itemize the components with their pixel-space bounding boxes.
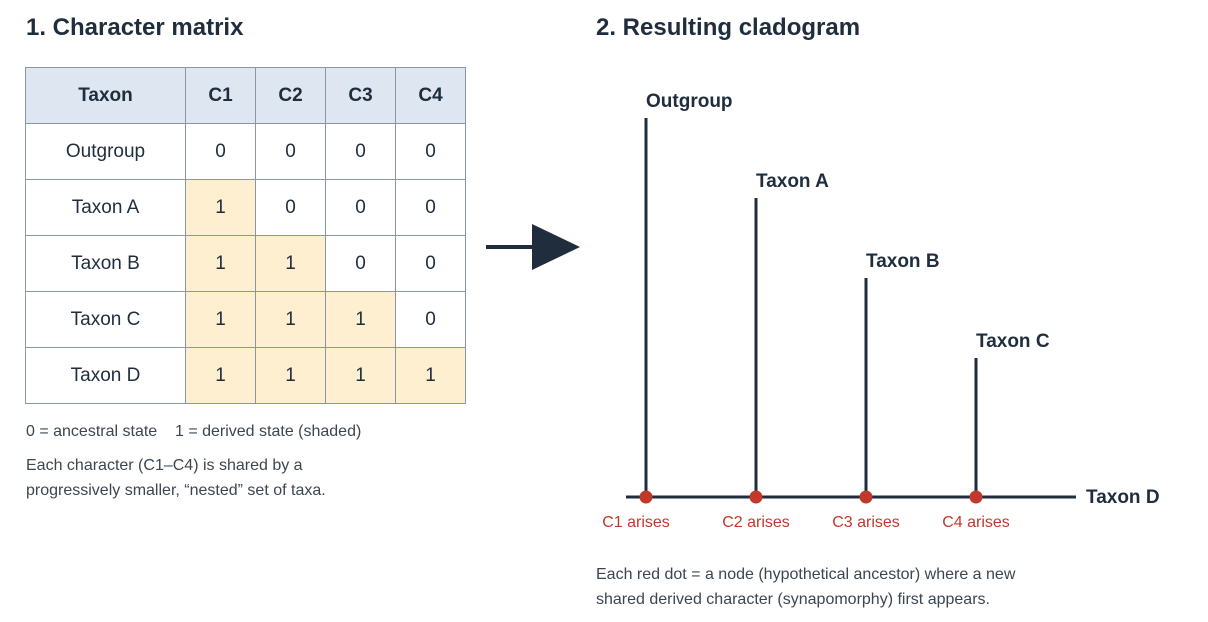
branch-label-taxon-b: Taxon B: [866, 251, 940, 272]
state-cell: 1: [255, 291, 326, 348]
matrix-heading: 1. Character matrix: [26, 14, 244, 41]
state-cell: 0: [395, 123, 466, 180]
table-row: Taxon C 1 1 1 0: [25, 291, 466, 348]
branch-label-outgroup: Outgroup: [646, 91, 733, 112]
node-dot: [859, 490, 873, 504]
state-cell: 0: [395, 291, 466, 348]
state-cell: 0: [325, 123, 396, 180]
cladogram: Outgroup Taxon A Taxon B Taxon C Taxon D…: [602, 91, 1160, 531]
branch-label-taxon-a: Taxon A: [756, 171, 829, 192]
branch-label-taxon-c: Taxon C: [976, 331, 1050, 352]
state-cell: 1: [325, 347, 396, 404]
node-dot: [639, 490, 653, 504]
node-dot: [749, 490, 763, 504]
table-row: Taxon D 1 1 1 1: [25, 347, 466, 404]
state-cell: 0: [255, 179, 326, 236]
cladogram-heading: 2. Resulting cladogram: [596, 14, 861, 41]
node-label-c4: C4 arises: [942, 514, 1010, 531]
matrix-explanation: Each character (C1–C4) is shared by a pr…: [26, 457, 326, 499]
node-label-c3: C3 arises: [832, 514, 900, 531]
state-cell: 1: [185, 179, 256, 236]
header-c2: C2: [255, 67, 326, 124]
state-cell: 0: [255, 123, 326, 180]
state-cell: 1: [185, 235, 256, 292]
node-label-c2: C2 arises: [722, 514, 790, 531]
state-cell: 1: [255, 235, 326, 292]
state-legend: 0 = ancestral state 1 = derived state (s…: [26, 423, 362, 440]
cladogram-caption: Each red dot = a node (hypothetical ance…: [596, 566, 1016, 608]
table-header-row: Taxon C1 C2 C3 C4: [25, 67, 466, 124]
table-row: Outgroup 0 0 0 0: [25, 123, 466, 180]
character-matrix-table: Taxon C1 C2 C3 C4 Outgroup 0 0 0 0 Taxon…: [25, 67, 466, 404]
state-cell: 0: [185, 123, 256, 180]
state-cell: 1: [255, 347, 326, 404]
state-cell: 0: [395, 179, 466, 236]
state-cell: 0: [325, 235, 396, 292]
state-cell: 0: [325, 179, 396, 236]
taxon-cell: Taxon A: [25, 179, 186, 236]
header-taxon: Taxon: [25, 67, 186, 124]
taxon-cell: Taxon C: [25, 291, 186, 348]
table-row: Taxon B 1 1 0 0: [25, 235, 466, 292]
header-c1: C1: [185, 67, 256, 124]
right-arrow-icon: [486, 224, 580, 270]
state-cell: 0: [395, 235, 466, 292]
taxon-cell: Taxon D: [25, 347, 186, 404]
table-row: Taxon A 1 0 0 0: [25, 179, 466, 236]
taxon-cell: Outgroup: [25, 123, 186, 180]
state-cell: 1: [325, 291, 396, 348]
taxon-cell: Taxon B: [25, 235, 186, 292]
header-c3: C3: [325, 67, 396, 124]
header-c4: C4: [395, 67, 466, 124]
state-cell: 1: [185, 347, 256, 404]
node-dot: [969, 490, 983, 504]
node-label-c1: C1 arises: [602, 514, 670, 531]
trunk-end-label-taxon-d: Taxon D: [1086, 487, 1160, 508]
state-cell: 1: [395, 347, 466, 404]
state-cell: 1: [185, 291, 256, 348]
